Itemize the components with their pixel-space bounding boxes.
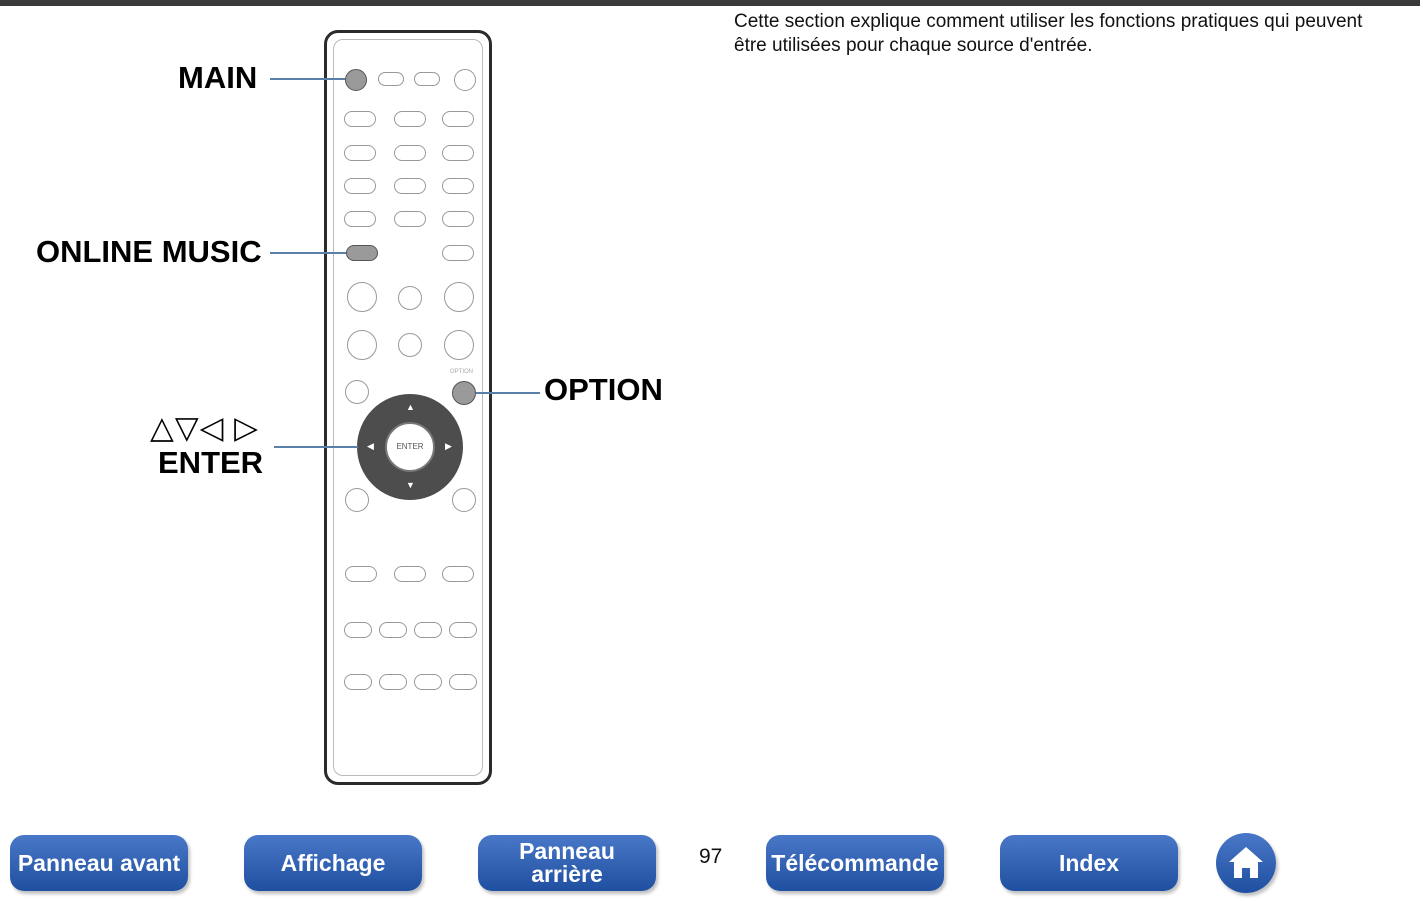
remote-inner-border (333, 39, 483, 776)
remote-key (414, 72, 440, 86)
dpad-enter-key: ENTER (385, 422, 435, 472)
remote-key (379, 674, 407, 690)
remote-key (347, 330, 377, 360)
leader-line-option (476, 392, 540, 394)
nav-telecommande-button[interactable]: Télécommande (766, 835, 944, 891)
page-number: 97 (699, 845, 723, 868)
remote-key (442, 245, 474, 261)
remote-key (449, 622, 477, 638)
remote-option-label: OPTION (450, 369, 474, 375)
top-divider-bar (0, 0, 1420, 6)
remote-key (442, 211, 474, 227)
remote-key (344, 111, 376, 127)
remote-key (394, 111, 426, 127)
remote-key (344, 145, 376, 161)
remote-option-key (452, 381, 476, 405)
remote-setup-key (452, 488, 476, 512)
remote-key (442, 178, 474, 194)
remote-key (394, 211, 426, 227)
remote-key (394, 145, 426, 161)
remote-power-key (454, 69, 476, 91)
remote-key (444, 330, 474, 360)
dpad-down-arrow-icon: ▼ (406, 480, 415, 490)
remote-key (379, 622, 407, 638)
dpad-left-arrow-icon: ◀ (367, 441, 374, 451)
remote-play-pause-key (394, 566, 426, 582)
dpad-right-arrow-icon: ▶ (445, 441, 452, 451)
dpad-up-arrow-icon: ▲ (406, 402, 415, 412)
remote-back-key (345, 488, 369, 512)
remote-key (344, 178, 376, 194)
nav-affichage-button[interactable]: Affichage (244, 835, 422, 891)
callout-arrows: △▽◁ ▷ (150, 410, 259, 445)
remote-dpad: ▲ ▼ ◀ ▶ ENTER (357, 394, 463, 500)
home-icon (1229, 847, 1263, 878)
leader-line-online-music (270, 252, 346, 254)
remote-key (442, 145, 474, 161)
remote-main-key (345, 69, 367, 91)
callout-option: OPTION (544, 372, 663, 407)
remote-key (414, 622, 442, 638)
remote-mute-key (398, 333, 422, 357)
remote-info-key (345, 380, 369, 404)
callout-enter: ENTER (158, 445, 264, 480)
remote-key (449, 674, 477, 690)
remote-key (378, 72, 404, 86)
nav-index-button[interactable]: Index (1000, 835, 1178, 891)
remote-key (394, 178, 426, 194)
nav-home-button[interactable] (1216, 833, 1276, 893)
remote-key (347, 282, 377, 312)
remote-online-music-key (346, 245, 378, 261)
callout-main: MAIN (178, 60, 258, 95)
remote-key (344, 622, 372, 638)
remote-key (442, 566, 474, 582)
remote-key (442, 111, 474, 127)
callout-online-music: ONLINE MUSIC (36, 234, 262, 269)
remote-key (444, 282, 474, 312)
section-description: Cette section explique comment utiliser … (734, 11, 1363, 56)
nav-panneau-avant-button[interactable]: Panneau avant (10, 835, 188, 891)
leader-line-main (270, 78, 345, 80)
remote-key (344, 211, 376, 227)
remote-key (398, 286, 422, 310)
remote-key (345, 566, 377, 582)
nav-panneau-arriere-button[interactable]: Panneau arrière (478, 835, 656, 891)
leader-line-enter (274, 446, 358, 448)
remote-key (414, 674, 442, 690)
remote-key (344, 674, 372, 690)
